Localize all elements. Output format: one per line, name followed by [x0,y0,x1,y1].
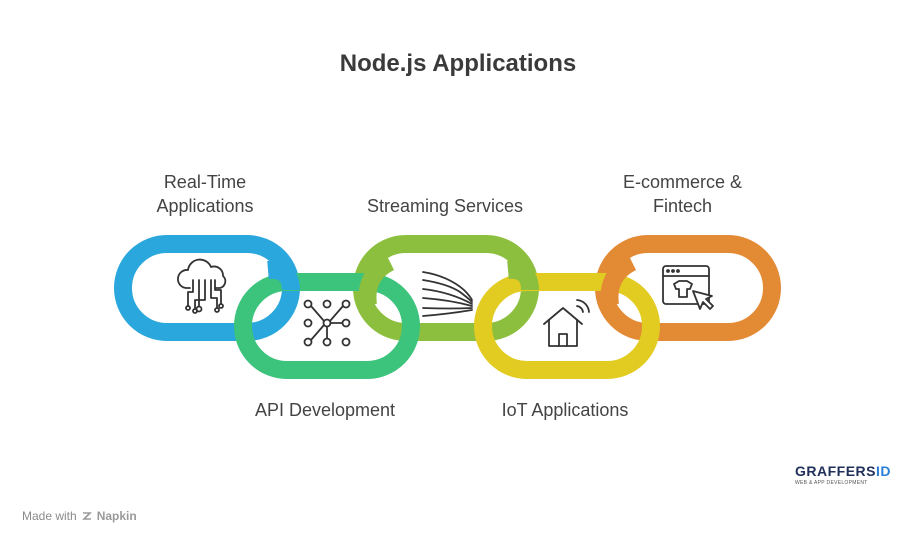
label-iot-applications: IoT Applications [475,398,655,422]
watermark-name-accent: ID [876,463,891,479]
graffersid-watermark-logo: GRAFFERSID WEB & APP DEVELOPMENT [795,463,891,489]
label-line: API Development [254,400,396,420]
label-api-development: API Development [235,398,415,422]
label-line: Streaming Services [366,196,524,216]
label-real-time-applications: Real-Time Applications [130,170,280,218]
watermark-name-main: GRAFFERS [795,463,876,479]
label-line: Fintech [652,196,713,216]
napkin-logo-icon [81,512,92,520]
footer-brand: Napkin [96,509,137,523]
chain-link-api [234,273,420,379]
label-line: Applications [156,196,254,216]
chain-overlap [507,260,539,291]
smart-home-icon [543,299,590,347]
streaming-lines-icon [422,271,473,317]
chain-link-iot [474,273,660,379]
shop-browser-icon [662,265,714,310]
watermark-name: GRAFFERSID [795,463,891,479]
label-line: E-commerce & [622,172,743,192]
label-streaming-services: Streaming Services [345,194,545,218]
chain-overlap [358,253,395,307]
footer-made-with-napkin[interactable]: Made with Napkin [22,509,137,523]
watermark-tagline: WEB & APP DEVELOPMENT [795,480,868,486]
diagram-title: Node.js Applications [339,50,577,77]
cloud-network-icon [177,258,227,314]
chain-overlap [600,253,637,307]
label-line: IoT Applications [501,400,629,420]
chain-overlap [267,260,300,291]
node-graph-icon [303,299,351,347]
footer-text: Made with [22,509,77,523]
label-ecommerce-fintech: E-commerce & Fintech [600,170,765,218]
label-line: Real-Time [163,172,247,192]
